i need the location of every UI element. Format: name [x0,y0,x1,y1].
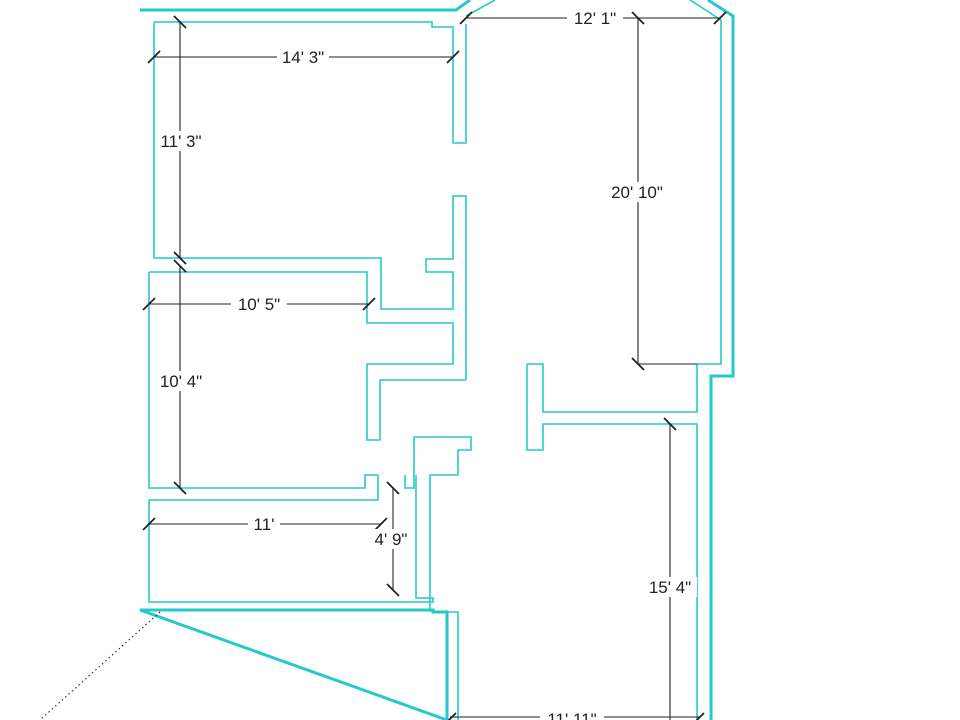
dim-tick [459,11,473,25]
exterior-wall [139,0,735,720]
living-room-walls [465,0,722,365]
bedroom1-walls [153,21,467,380]
dimension-labels: 14' 3" 11' 3" 10' 5" 10' 4" 11' 4' 9" 12… [155,8,697,720]
label-bg [155,371,207,391]
dim-tick [446,50,460,64]
dim-tick [713,11,727,25]
label-bg [369,529,413,549]
label-bathroom-width: 11' [254,515,275,534]
label-kitchen-depth: 15' 4" [649,578,691,597]
label-bg [540,709,604,720]
label-bg [231,294,287,314]
dim-tick [631,11,645,25]
label-bg [277,47,329,67]
label-bedroom2-width: 10' 5" [238,295,280,314]
dim-tick [173,251,187,265]
label-bedroom1-depth: 11' 3" [160,132,201,151]
label-kitchen-width: 11' 11" [547,710,596,720]
label-bg [605,182,669,202]
label-bedroom1-width: 14' 3" [282,48,324,67]
dim-tick [362,297,376,311]
dim-tick [447,712,457,720]
dim-tick [173,481,187,495]
dimension-lines [142,11,727,720]
dim-tick [386,481,400,495]
bathroom-walls [148,436,472,603]
dim-tick [142,297,156,311]
label-living-width: 12' 1" [574,9,616,28]
dim-tick [147,50,161,64]
dim-tick [173,15,187,29]
bedroom2-walls [148,271,466,501]
label-bathroom-depth: 4' 9" [375,530,408,549]
dim-tick [374,517,388,531]
label-bedroom2-depth: 10' 4" [160,372,202,391]
label-bg [155,131,207,151]
dim-tick [173,259,187,273]
dim-tick [386,583,400,597]
label-bg [567,8,623,28]
label-living-depth: 20' 10" [611,183,663,202]
label-bg [643,577,697,597]
label-bg [248,514,280,534]
dim-tick [695,712,705,720]
dim-tick [663,417,677,431]
hall-partition [526,363,698,720]
dotted-guide-line [39,611,161,720]
kitchen-walls [429,590,459,720]
dim-tick [142,517,156,531]
